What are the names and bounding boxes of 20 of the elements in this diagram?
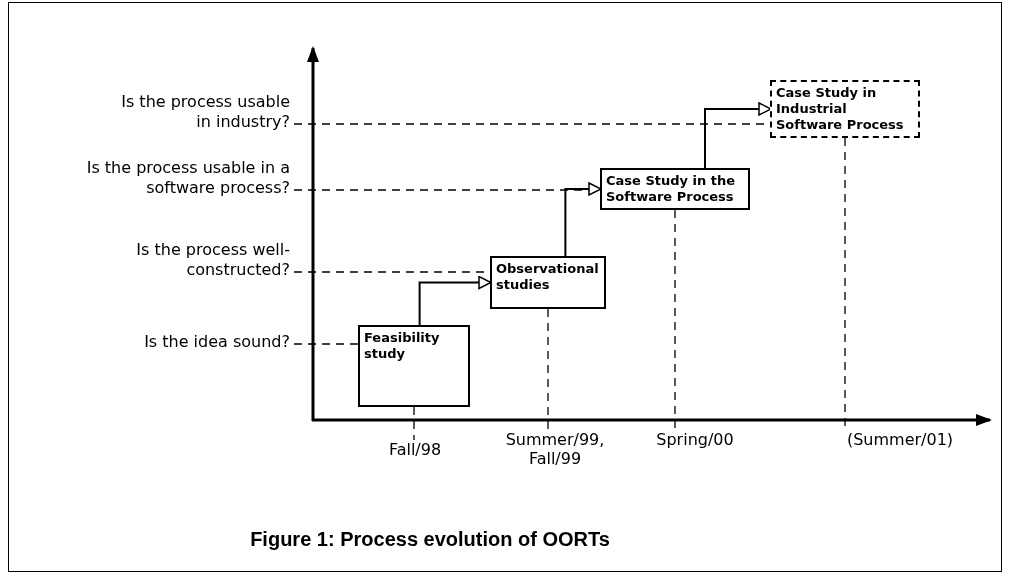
study-box: Feasibility study <box>358 325 470 407</box>
dashed-line <box>674 209 676 431</box>
question-text: Is the process well-constructed? <box>90 240 290 280</box>
step-arrow <box>704 102 772 169</box>
study-box: Case Study in the Software Process <box>600 168 750 210</box>
question-text: Is the process usable in industry? <box>110 92 290 132</box>
figure-caption: Figure 1: Process evolution of OORTs <box>249 528 611 551</box>
dashed-line <box>293 343 359 345</box>
date-label: Summer/99, Fall/99 <box>490 430 620 468</box>
dashed-line <box>413 406 415 441</box>
step-arrow <box>564 182 602 257</box>
study-box: Case Study in Industrial Software Process <box>770 80 920 138</box>
date-label: Fall/98 <box>365 440 465 459</box>
date-label: (Summer/01) <box>835 430 965 449</box>
question-text: Is the idea sound? <box>60 332 290 352</box>
step-arrow <box>418 275 492 326</box>
question-text: Is the process usable in a software process? <box>60 158 290 198</box>
date-label: Spring/00 <box>635 430 755 449</box>
dashed-line <box>547 308 549 431</box>
study-box: Observational studies <box>490 256 606 309</box>
